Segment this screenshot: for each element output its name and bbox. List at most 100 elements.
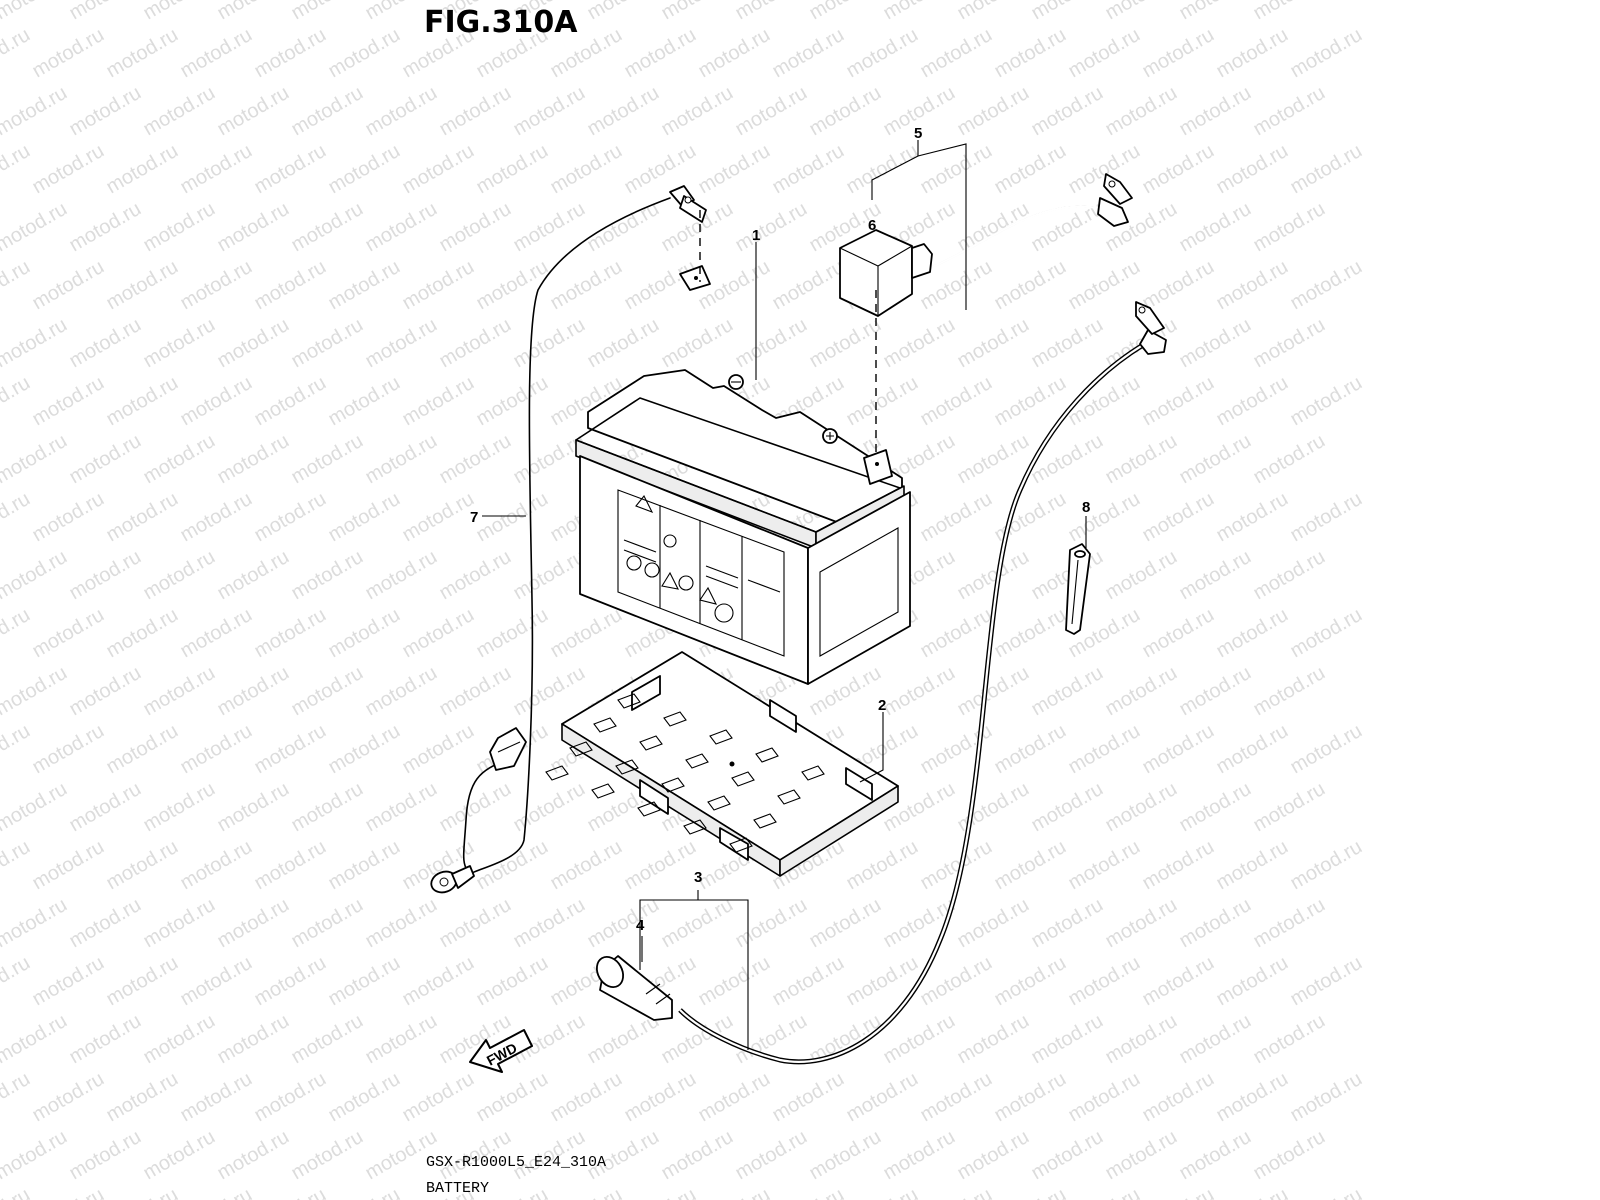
watermark-text: motod.ru bbox=[1102, 894, 1181, 953]
watermark-text: motod.ru bbox=[1028, 82, 1107, 141]
watermark-text: motod.ru bbox=[1065, 952, 1144, 1011]
watermark-text: motod.ru bbox=[251, 1184, 330, 1200]
battery[interactable] bbox=[575, 265, 911, 685]
watermark-text: motod.ru bbox=[177, 952, 256, 1011]
watermark-text: motod.ru bbox=[991, 720, 1070, 779]
watermark-text: motod.ru bbox=[103, 1184, 182, 1200]
watermark-text: motod.ru bbox=[621, 1068, 700, 1127]
watermark-text: motod.ru bbox=[29, 140, 108, 199]
watermark-text: motod.ru bbox=[695, 140, 774, 199]
watermark-text: motod.ru bbox=[806, 0, 885, 24]
terminal-cover[interactable] bbox=[839, 229, 933, 317]
watermark-text: motod.ru bbox=[1176, 314, 1255, 373]
tray-slot bbox=[545, 765, 569, 781]
watermark-text: motod.ru bbox=[214, 82, 293, 141]
watermark-text: motod.ru bbox=[399, 1068, 478, 1127]
watermark-text: motod.ru bbox=[621, 836, 700, 895]
tray-slot bbox=[709, 729, 733, 745]
watermark-text: motod.ru bbox=[584, 82, 663, 141]
watermark-text: motod.ru bbox=[584, 198, 663, 257]
watermark-text: motod.ru bbox=[1213, 1068, 1292, 1127]
watermark-text: motod.ru bbox=[325, 720, 404, 779]
watermark-text: motod.ru bbox=[1139, 720, 1218, 779]
watermark-text: motod.ru bbox=[214, 894, 293, 953]
cable-tie[interactable] bbox=[1065, 543, 1091, 635]
cable-cap[interactable] bbox=[592, 952, 673, 1021]
watermark-text: motod.ru bbox=[288, 1126, 367, 1185]
watermark-text: motod.ru bbox=[103, 140, 182, 199]
watermark-text: motod.ru bbox=[1065, 836, 1144, 895]
tray-slot bbox=[615, 759, 639, 775]
watermark-text: motod.ru bbox=[1287, 604, 1366, 663]
watermark-text: motod.ru bbox=[29, 952, 108, 1011]
watermark-text: motod.ru bbox=[362, 662, 441, 721]
watermark-text: motod.ru bbox=[547, 1068, 626, 1127]
watermark-text: motod.ru bbox=[695, 24, 774, 83]
watermark-text: motod.ru bbox=[1213, 488, 1292, 547]
watermark-text: motod.ru bbox=[214, 662, 293, 721]
watermark-text: motod.ru bbox=[1250, 1126, 1329, 1185]
watermark-text: motod.ru bbox=[584, 314, 663, 373]
watermark-text: motod.ru bbox=[0, 24, 34, 83]
watermark-text: motod.ru bbox=[251, 1068, 330, 1127]
watermark-text: motod.ru bbox=[251, 952, 330, 1011]
tray-slot bbox=[729, 837, 753, 853]
watermark-text: motod.ru bbox=[0, 1068, 34, 1127]
watermark-text: motod.ru bbox=[510, 778, 589, 837]
watermark-text: motod.ru bbox=[1139, 488, 1218, 547]
watermark-text: motod.ru bbox=[214, 198, 293, 257]
watermark-text: motod.ru bbox=[325, 24, 404, 83]
watermark-text: motod.ru bbox=[1176, 662, 1255, 721]
watermark-text: motod.ru bbox=[436, 778, 515, 837]
watermark-text: motod.ru bbox=[1287, 488, 1366, 547]
watermark-text: motod.ru bbox=[29, 24, 108, 83]
watermark-text: motod.ru bbox=[66, 894, 145, 953]
watermark-text: motod.ru bbox=[473, 836, 552, 895]
watermark-text: motod.ru bbox=[1176, 0, 1255, 24]
watermark-text: motod.ru bbox=[732, 314, 811, 373]
watermark-text: motod.ru bbox=[362, 314, 441, 373]
watermark-text: motod.ru bbox=[103, 720, 182, 779]
watermark-text: motod.ru bbox=[103, 836, 182, 895]
section-name: BATTERY bbox=[426, 1180, 489, 1197]
watermark-text: motod.ru bbox=[214, 778, 293, 837]
watermark-text: motod.ru bbox=[177, 256, 256, 315]
watermark-text: motod.ru bbox=[288, 314, 367, 373]
watermark-text: motod.ru bbox=[1213, 1184, 1292, 1200]
watermark-text: motod.ru bbox=[436, 82, 515, 141]
watermark-text: motod.ru bbox=[1139, 604, 1218, 663]
watermark-text: motod.ru bbox=[251, 488, 330, 547]
watermark-text: motod.ru bbox=[177, 604, 256, 663]
tray-slot bbox=[683, 819, 707, 835]
watermark-text: motod.ru bbox=[103, 372, 182, 431]
watermark-text: motod.ru bbox=[473, 488, 552, 547]
watermark-text: motod.ru bbox=[954, 0, 1033, 24]
watermark-text: motod.ru bbox=[1102, 0, 1181, 24]
watermark-text: motod.ru bbox=[325, 952, 404, 1011]
watermark-text: motod.ru bbox=[1287, 372, 1366, 431]
watermark-text: motod.ru bbox=[732, 0, 811, 24]
battery-tray[interactable] bbox=[545, 651, 899, 877]
watermark-text: motod.ru bbox=[843, 836, 922, 895]
callout-8: 8 bbox=[1082, 499, 1090, 516]
watermark-text: motod.ru bbox=[325, 140, 404, 199]
negative-cable[interactable] bbox=[678, 301, 1167, 1065]
watermark-text: motod.ru bbox=[547, 140, 626, 199]
watermark-text: motod.ru bbox=[0, 314, 71, 373]
watermark-text: motod.ru bbox=[510, 894, 589, 953]
watermark-text: motod.ru bbox=[399, 140, 478, 199]
watermark-text: motod.ru bbox=[362, 198, 441, 257]
watermark-text: motod.ru bbox=[399, 952, 478, 1011]
watermark-text: motod.ru bbox=[66, 82, 145, 141]
tray-slot bbox=[731, 771, 755, 787]
watermark-text: motod.ru bbox=[991, 1068, 1070, 1127]
watermark-text: motod.ru bbox=[880, 314, 959, 373]
watermark-text: motod.ru bbox=[1213, 604, 1292, 663]
watermark-text: motod.ru bbox=[288, 430, 367, 489]
tray-slot bbox=[593, 717, 617, 733]
watermark-text: motod.ru bbox=[1065, 1184, 1144, 1200]
watermark-text: motod.ru bbox=[1250, 1010, 1329, 1069]
watermark-text: motod.ru bbox=[917, 488, 996, 547]
watermark-text: motod.ru bbox=[991, 488, 1070, 547]
watermark-text: motod.ru bbox=[510, 662, 589, 721]
